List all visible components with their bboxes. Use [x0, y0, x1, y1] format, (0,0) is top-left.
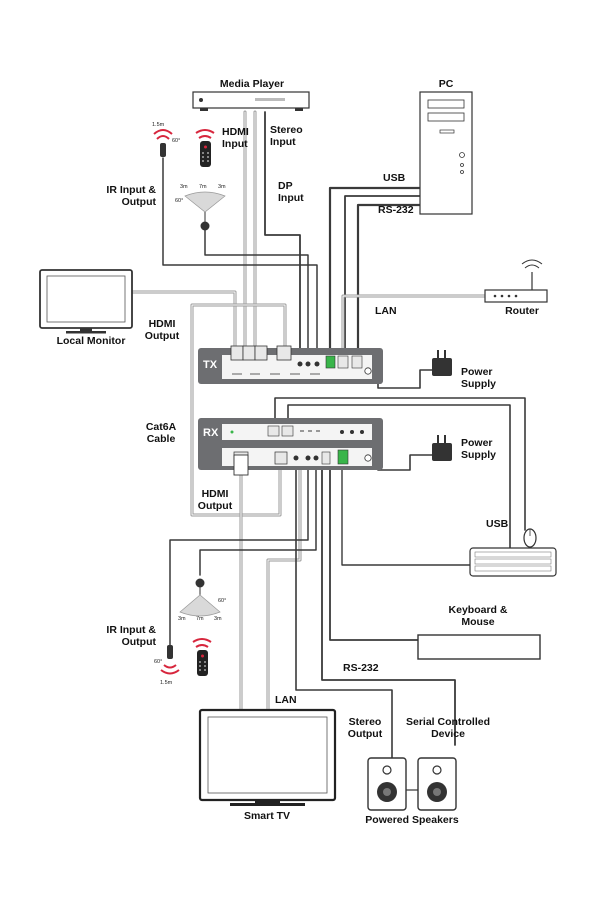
- media-player-device: [192, 91, 310, 111]
- router-device: [484, 259, 548, 303]
- ir-top-range-left: 3m: [180, 184, 188, 190]
- cable-ir-sensor-top: [204, 227, 309, 356]
- lan-top-label: LAN: [375, 305, 397, 317]
- cable-usb-top: [344, 195, 421, 356]
- rx-hdmi-plug: [233, 454, 249, 476]
- cable-rs232-bottom: [321, 469, 456, 746]
- rx-unit: [198, 418, 383, 470]
- smart-tv-device: [198, 708, 337, 806]
- cable-lan-top: [341, 294, 487, 357]
- rs232-bottom-label: RS-232: [343, 662, 379, 674]
- usb-bottom-label: USB: [486, 518, 509, 530]
- pc-tower: [419, 91, 473, 215]
- power-supply-rx-adapter: [432, 435, 452, 461]
- power-supply-tx-label: Power Supply: [461, 366, 497, 390]
- cable-stereo-output: [295, 469, 393, 761]
- cable-lan-bottom-inner: [267, 469, 301, 711]
- stereo-input-label: Stereo Input: [270, 124, 303, 148]
- cable-rs232-top: [356, 203, 422, 357]
- ir-bottom-label: IR Input & Output: [106, 624, 156, 648]
- cable-lan-top-inner: [342, 295, 486, 356]
- cable-cat6a-inner: [191, 304, 286, 516]
- cable-cat6a: [190, 303, 287, 517]
- keyboard-mouse-label: Keyboard & Mouse: [448, 604, 508, 628]
- ir-top-emitter-angle: 60°: [172, 138, 181, 144]
- ir-top-label: IR Input & Output: [106, 184, 156, 208]
- ir-sensor-top: [184, 191, 226, 231]
- cable-ir-bottom: [169, 469, 309, 646]
- cable-ir-top: [162, 157, 318, 356]
- hdmi-input-label: HDMI Input: [222, 126, 249, 150]
- ir-bottom-range-left: 3m: [178, 616, 186, 622]
- ir-top-sensor-angle: 60°: [175, 198, 184, 204]
- hdmi-output-bottom-label: HDMI Output: [197, 488, 233, 512]
- ir-bottom-emitter-angle: 60°: [154, 659, 163, 665]
- ir-top-range-mid: 7m: [199, 184, 207, 190]
- rx-label: RX: [203, 427, 219, 439]
- ir-top-emitter-distance: 1.5m: [152, 122, 165, 128]
- ir-sensor-bottom: [179, 578, 221, 617]
- serial-device-label: Serial Controlled Device: [405, 716, 490, 740]
- stereo-output-label: Stereo Output: [347, 716, 383, 740]
- smart-tv-label: Smart TV: [243, 810, 291, 822]
- ir-remote-top: [195, 129, 215, 167]
- rs232-top-label: RS-232: [378, 204, 414, 216]
- power-supply-rx-label: Power Supply: [461, 437, 497, 461]
- lan-bottom-label: LAN: [275, 694, 297, 706]
- pc-label: PC: [438, 78, 454, 90]
- ir-emitter-top: [153, 129, 173, 157]
- ir-emitter-bottom: [160, 645, 180, 675]
- usb-mouse-device: [523, 528, 537, 548]
- cat6a-label: Cat6A Cable: [145, 421, 177, 445]
- ir-remote-bottom: [192, 638, 212, 676]
- ir-bottom-sensor-angle: 60°: [218, 598, 227, 604]
- dp-input-label: DP Input: [278, 180, 304, 204]
- cable-usb-bottom-1: [274, 397, 526, 531]
- tx-label: TX: [203, 359, 218, 371]
- router-label: Router: [505, 305, 539, 317]
- cable-usb-bottom-2: [287, 404, 511, 549]
- powered-speaker-right: [417, 757, 457, 811]
- cable-stereo-input: [264, 111, 301, 356]
- ir-bottom-emitter-distance: 1.5m: [160, 680, 173, 686]
- media-player-label: Media Player: [219, 78, 285, 90]
- cable-hdmi-output-top-inner: [129, 291, 236, 351]
- usb-top-label: USB: [383, 172, 406, 184]
- ir-bottom-range-mid: 7m: [196, 616, 204, 622]
- ir-top-range-right: 3m: [218, 184, 226, 190]
- cable-keyboard-mouse: [329, 469, 419, 641]
- powered-speakers-label: Powered Speakers: [365, 814, 459, 826]
- tx-unit: [198, 345, 383, 384]
- ir-bottom-range-right: 3m: [214, 616, 222, 622]
- power-supply-tx-adapter: [432, 350, 452, 376]
- hdmi-output-top-label: HDMI Output: [144, 318, 180, 342]
- cable-ir-sensor-bottom: [199, 469, 317, 576]
- cable-dp-input: [328, 186, 422, 357]
- powered-speaker-left: [367, 757, 407, 811]
- local-monitor-label: Local Monitor: [56, 335, 126, 347]
- cable-usb-mouse-tether: [341, 469, 471, 566]
- keyboard-mouse-device: [417, 634, 541, 660]
- local-monitor-device: [39, 269, 133, 334]
- usb-keyboard-device: [469, 547, 557, 577]
